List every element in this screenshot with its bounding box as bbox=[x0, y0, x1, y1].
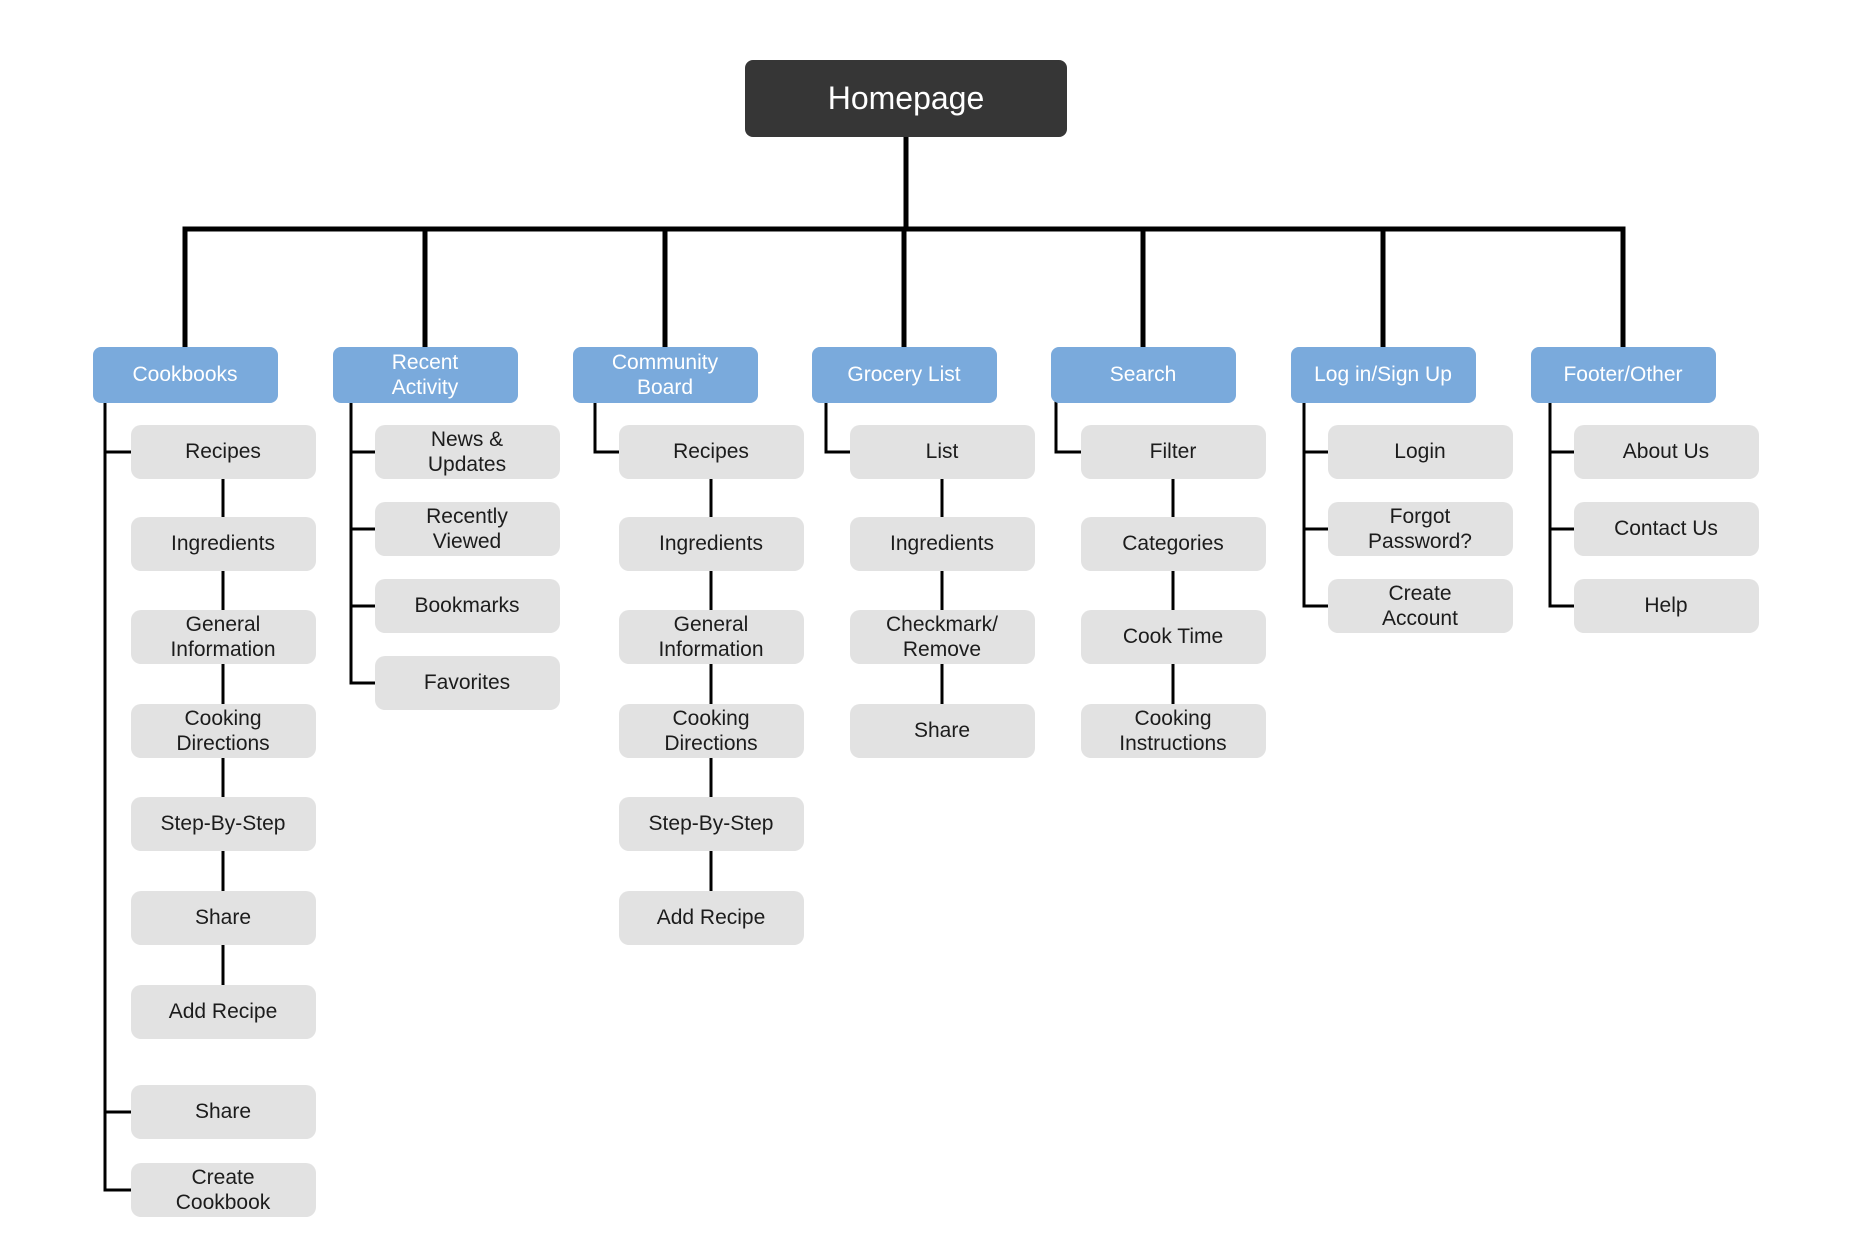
item-node: Login bbox=[1327, 425, 1513, 479]
item-node: Cook Time bbox=[1080, 610, 1266, 664]
category-node: Footer/Other bbox=[1530, 347, 1716, 403]
item-node: News & Updates bbox=[374, 425, 560, 479]
item-node: Forgot Password? bbox=[1327, 502, 1513, 556]
item-node: List bbox=[849, 425, 1035, 479]
item-node: Categories bbox=[1080, 517, 1266, 571]
item-node: General Information bbox=[130, 610, 316, 664]
item-node: Favorites bbox=[374, 656, 560, 710]
item-node: General Information bbox=[618, 610, 804, 664]
item-node: Cooking Instructions bbox=[1080, 704, 1266, 758]
item-node: Checkmark/ Remove bbox=[849, 610, 1035, 664]
item-node: Share bbox=[130, 891, 316, 945]
item-node: Ingredients bbox=[618, 517, 804, 571]
item-node: Share bbox=[130, 1085, 316, 1139]
category-node: Cookbooks bbox=[92, 347, 278, 403]
category-node: Grocery List bbox=[811, 347, 997, 403]
item-node: About Us bbox=[1573, 425, 1759, 479]
item-node: Cooking Directions bbox=[130, 704, 316, 758]
homepage-node: Homepage bbox=[745, 60, 1067, 137]
item-node: Filter bbox=[1080, 425, 1266, 479]
item-node: Bookmarks bbox=[374, 579, 560, 633]
item-node: Ingredients bbox=[849, 517, 1035, 571]
item-node: Create Account bbox=[1327, 579, 1513, 633]
item-node: Recipes bbox=[130, 425, 316, 479]
category-node: Community Board bbox=[572, 347, 758, 403]
item-node: Ingredients bbox=[130, 517, 316, 571]
item-node: Create Cookbook bbox=[130, 1163, 316, 1217]
item-node: Help bbox=[1573, 579, 1759, 633]
category-node: Log in/Sign Up bbox=[1290, 347, 1476, 403]
item-node: Add Recipe bbox=[130, 985, 316, 1039]
category-node: Search bbox=[1050, 347, 1236, 403]
item-node: Contact Us bbox=[1573, 502, 1759, 556]
category-node: Recent Activity bbox=[332, 347, 518, 403]
item-node: Share bbox=[849, 704, 1035, 758]
item-node: Recipes bbox=[618, 425, 804, 479]
item-node: Recently Viewed bbox=[374, 502, 560, 556]
item-node: Cooking Directions bbox=[618, 704, 804, 758]
item-node: Step-By-Step bbox=[618, 797, 804, 851]
item-node: Step-By-Step bbox=[130, 797, 316, 851]
item-node: Add Recipe bbox=[618, 891, 804, 945]
